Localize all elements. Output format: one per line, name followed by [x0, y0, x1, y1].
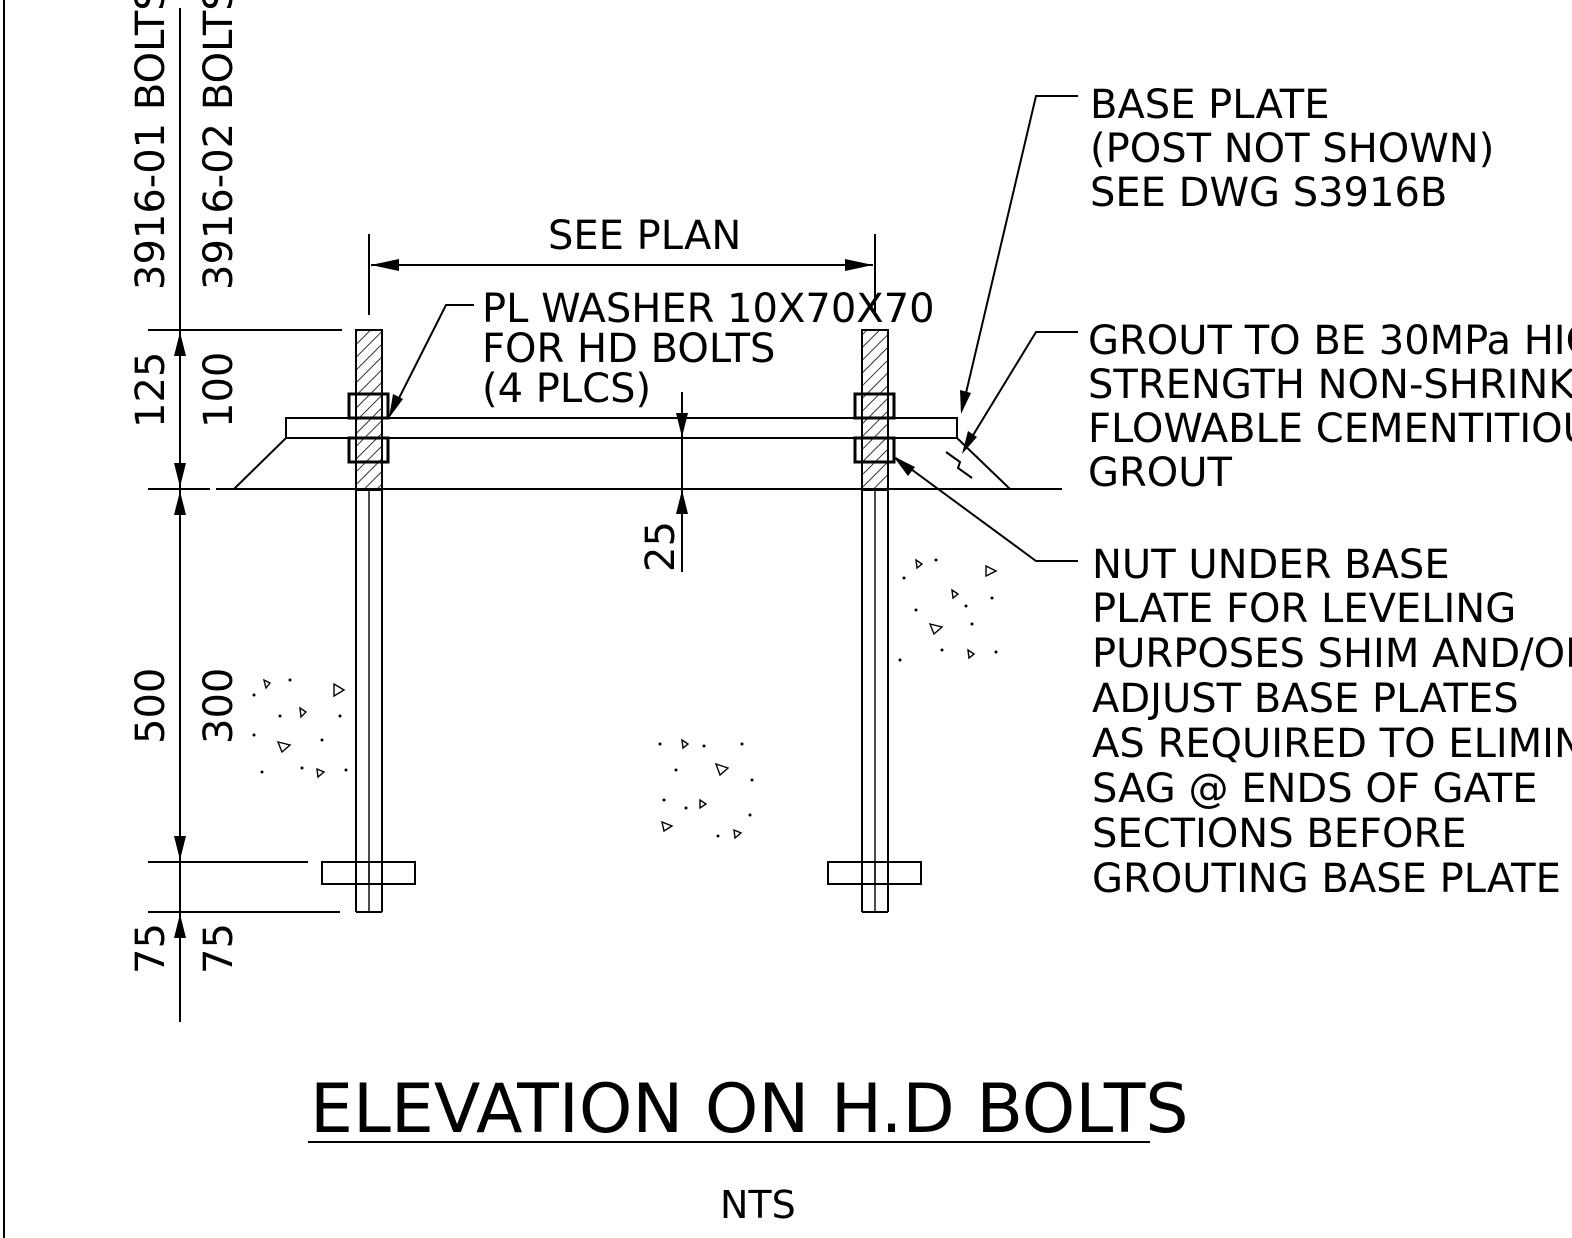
- note-base-plate: BASE PLATE (POST NOT SHOWN) SEE DWG S391…: [1090, 82, 1494, 216]
- label-3916-01-bolts: 3916-01 BOLTS: [128, 0, 174, 290]
- note-nut: NUT UNDER BASE PLATE FOR LEVELING PURPOS…: [1092, 542, 1572, 902]
- note-grout-line-1: GROUT TO BE 30MPa HIGH: [1088, 318, 1572, 364]
- scale-label: NTS: [720, 1183, 796, 1227]
- dim-75-right: 75: [196, 923, 242, 974]
- hd-bolt-right: [827, 329, 922, 913]
- note-base-plate-line-1: BASE PLATE: [1090, 82, 1329, 128]
- grout-pad: [150, 437, 1062, 490]
- note-nut-line-5: AS REQUIRED TO ELIMINATE: [1092, 721, 1572, 767]
- note-base-plate-line-2: (POST NOT SHOWN): [1090, 126, 1494, 172]
- note-washer-line-1: PL WASHER 10X70X70: [482, 286, 935, 332]
- hd-bolt-left: [321, 329, 416, 913]
- base-plate: [285, 417, 958, 439]
- vertical-dimension-chain: [148, 8, 342, 1022]
- leader-nut: [893, 456, 1078, 562]
- note-nut-line-4: ADJUST BASE PLATES: [1092, 676, 1519, 722]
- note-grout-line-3: FLOWABLE CEMENTITIOUS: [1088, 406, 1572, 452]
- note-nut-line-1: NUT UNDER BASE: [1092, 542, 1450, 588]
- note-washer-line-3: (4 PLCS): [482, 366, 651, 412]
- leader-washer: [389, 304, 474, 418]
- grout-thickness-dimension: [676, 392, 688, 572]
- drawing-title: ELEVATION ON H.D BOLTS: [310, 1070, 1189, 1149]
- see-plan-label: SEE PLAN: [548, 213, 741, 259]
- dim-75-left: 75: [128, 923, 174, 974]
- note-nut-line-3: PURPOSES SHIM AND/OR: [1092, 631, 1572, 677]
- see-plan-dimension: [368, 234, 876, 315]
- note-grout-line-2: STRENGTH NON-SHRINK,: [1088, 362, 1572, 408]
- dim-125: 125: [128, 352, 174, 428]
- note-nut-line-7: SECTIONS BEFORE: [1092, 811, 1467, 857]
- dim-25: 25: [638, 521, 684, 572]
- note-nut-line-6: SAG @ ENDS OF GATE: [1092, 766, 1538, 812]
- note-washer-line-2: FOR HD BOLTS: [482, 326, 775, 372]
- note-grout: GROUT TO BE 30MPa HIGH STRENGTH NON-SHRI…: [1088, 318, 1572, 496]
- dim-500: 500: [128, 668, 174, 744]
- note-nut-line-2: PLATE FOR LEVELING: [1092, 586, 1516, 632]
- label-3916-02-bolts: 3916-02 BOLTS: [196, 0, 242, 290]
- note-nut-line-8: GROUTING BASE PLATE: [1092, 856, 1561, 902]
- note-base-plate-line-3: SEE DWG S3916B: [1090, 170, 1447, 216]
- dim-300: 300: [196, 668, 242, 744]
- dim-100: 100: [196, 352, 242, 428]
- note-grout-line-4: GROUT: [1088, 450, 1233, 496]
- leader-base-plate: [960, 95, 1078, 414]
- concrete-stipple: [252, 558, 998, 840]
- leader-grout: [945, 331, 1078, 479]
- note-washer: PL WASHER 10X70X70 FOR HD BOLTS (4 PLCS): [482, 286, 935, 412]
